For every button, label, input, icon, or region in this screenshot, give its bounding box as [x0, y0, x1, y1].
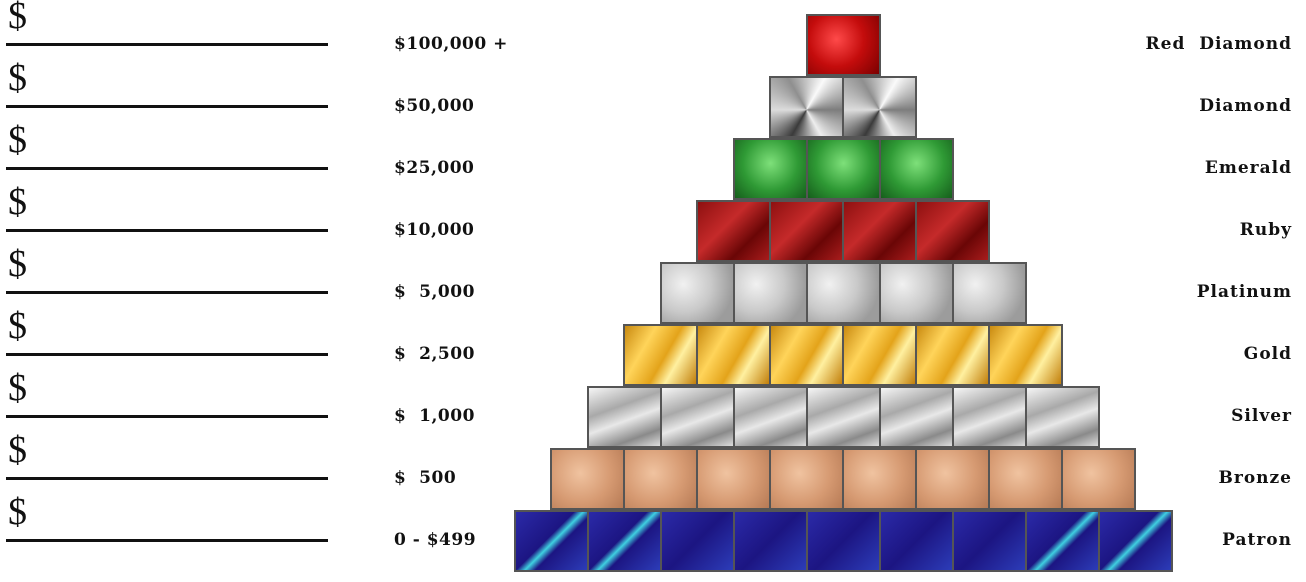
- patron-brick: [732, 510, 808, 572]
- tier-level-name: Silver: [1231, 406, 1292, 426]
- silver-brick: [951, 386, 1027, 448]
- silver-brick: [878, 386, 954, 448]
- silver-brick: [586, 386, 662, 448]
- silver-brick: [805, 386, 881, 448]
- platinum-brick: [659, 262, 735, 324]
- tier-amount: $25,000: [394, 158, 475, 178]
- pyramid-tier-platinum: [659, 262, 1027, 324]
- tier-amount: $ 5,000: [394, 282, 475, 302]
- gold-brick: [769, 324, 844, 386]
- blank-underline: [6, 229, 328, 232]
- dollar-sign: $: [8, 491, 27, 533]
- pyramid-tier-diamond: [769, 76, 917, 138]
- dollar-sign: $: [8, 0, 27, 37]
- pyramid-tier-gold: [623, 324, 1063, 386]
- tier-level-name: Red Diamond: [1145, 34, 1292, 54]
- platinum-brick: [951, 262, 1027, 324]
- gold-brick: [915, 324, 990, 386]
- tier-amount: $10,000: [394, 220, 475, 240]
- emerald-brick: [878, 138, 954, 200]
- tier-amount: $50,000: [394, 96, 475, 116]
- patron-brick: [805, 510, 881, 572]
- tier-amount: $ 2,500: [394, 344, 475, 364]
- dollar-sign: $: [8, 57, 27, 99]
- patron-brick: [878, 510, 954, 572]
- blank-amount-line: $: [6, 429, 328, 488]
- blank-amount-line: $: [6, 243, 328, 302]
- patron-brick: [951, 510, 1027, 572]
- tier-amount: $ 1,000: [394, 406, 475, 426]
- tier-level-name: Ruby: [1239, 220, 1292, 240]
- pyramid-tier-emerald: [732, 138, 954, 200]
- bronze-brick: [623, 448, 698, 510]
- blank-underline: [6, 477, 328, 480]
- blank-underline: [6, 167, 328, 170]
- pyramid-tier-ruby: [696, 200, 990, 262]
- blank-amount-line: $: [6, 491, 328, 550]
- platinum-brick: [732, 262, 808, 324]
- ruby-brick: [769, 200, 844, 262]
- dollar-sign: $: [8, 367, 27, 409]
- dollar-sign: $: [8, 181, 27, 223]
- tier-amount: $ 500: [394, 468, 457, 488]
- tier-amount: 0 - $499: [394, 530, 477, 550]
- blank-underline: [6, 539, 328, 542]
- blank-amount-line: $: [6, 57, 328, 116]
- diamond-brick: [769, 76, 844, 138]
- bronze-brick: [988, 448, 1063, 510]
- ruby-brick: [696, 200, 771, 262]
- pyramid-tier-red: [805, 14, 881, 76]
- ruby-brick: [915, 200, 990, 262]
- bronze-brick: [915, 448, 990, 510]
- blank-underline: [6, 105, 328, 108]
- dollar-sign: $: [8, 243, 27, 285]
- red-brick: [805, 14, 881, 76]
- emerald-brick: [805, 138, 881, 200]
- gold-brick: [988, 324, 1063, 386]
- tier-level-name: Platinum: [1196, 282, 1292, 302]
- blank-amount-line: $: [6, 305, 328, 364]
- blank-underline: [6, 43, 328, 46]
- platinum-brick: [805, 262, 881, 324]
- emerald-brick: [732, 138, 808, 200]
- blank-underline: [6, 353, 328, 356]
- dollar-sign: $: [8, 429, 27, 471]
- blank-amount-line: $: [6, 367, 328, 426]
- pyramid-tier-bronze: [550, 448, 1136, 510]
- silver-brick: [659, 386, 735, 448]
- blank-amount-line: $: [6, 0, 328, 54]
- bronze-brick: [696, 448, 771, 510]
- bronze-brick: [1061, 448, 1136, 510]
- tier-level-name: Patron: [1222, 530, 1292, 550]
- tier-level-name: Emerald: [1204, 158, 1292, 178]
- gold-brick: [696, 324, 771, 386]
- patron-brick: [659, 510, 735, 572]
- blank-amount-line: $: [6, 119, 328, 178]
- gold-brick: [623, 324, 698, 386]
- patron-brick: [586, 510, 662, 572]
- pyramid-tier-patron: [513, 510, 1173, 572]
- platinum-brick: [878, 262, 954, 324]
- gold-brick: [842, 324, 917, 386]
- blank-amount-line: $: [6, 181, 328, 240]
- bronze-brick: [769, 448, 844, 510]
- dollar-sign: $: [8, 119, 27, 161]
- tier-amount: $100,000 +: [394, 34, 508, 54]
- blank-underline: [6, 291, 328, 294]
- silver-brick: [1024, 386, 1100, 448]
- patron-brick: [1024, 510, 1100, 572]
- tier-level-name: Bronze: [1218, 468, 1292, 488]
- patron-brick: [513, 510, 589, 572]
- bronze-brick: [550, 448, 625, 510]
- ruby-brick: [842, 200, 917, 262]
- tier-level-name: Diamond: [1199, 96, 1292, 116]
- tier-level-name: Gold: [1243, 344, 1292, 364]
- diamond-brick: [842, 76, 917, 138]
- silver-brick: [732, 386, 808, 448]
- dollar-sign: $: [8, 305, 27, 347]
- patron-brick: [1097, 510, 1173, 572]
- bronze-brick: [842, 448, 917, 510]
- blank-underline: [6, 415, 328, 418]
- pyramid-tier-silver: [586, 386, 1100, 448]
